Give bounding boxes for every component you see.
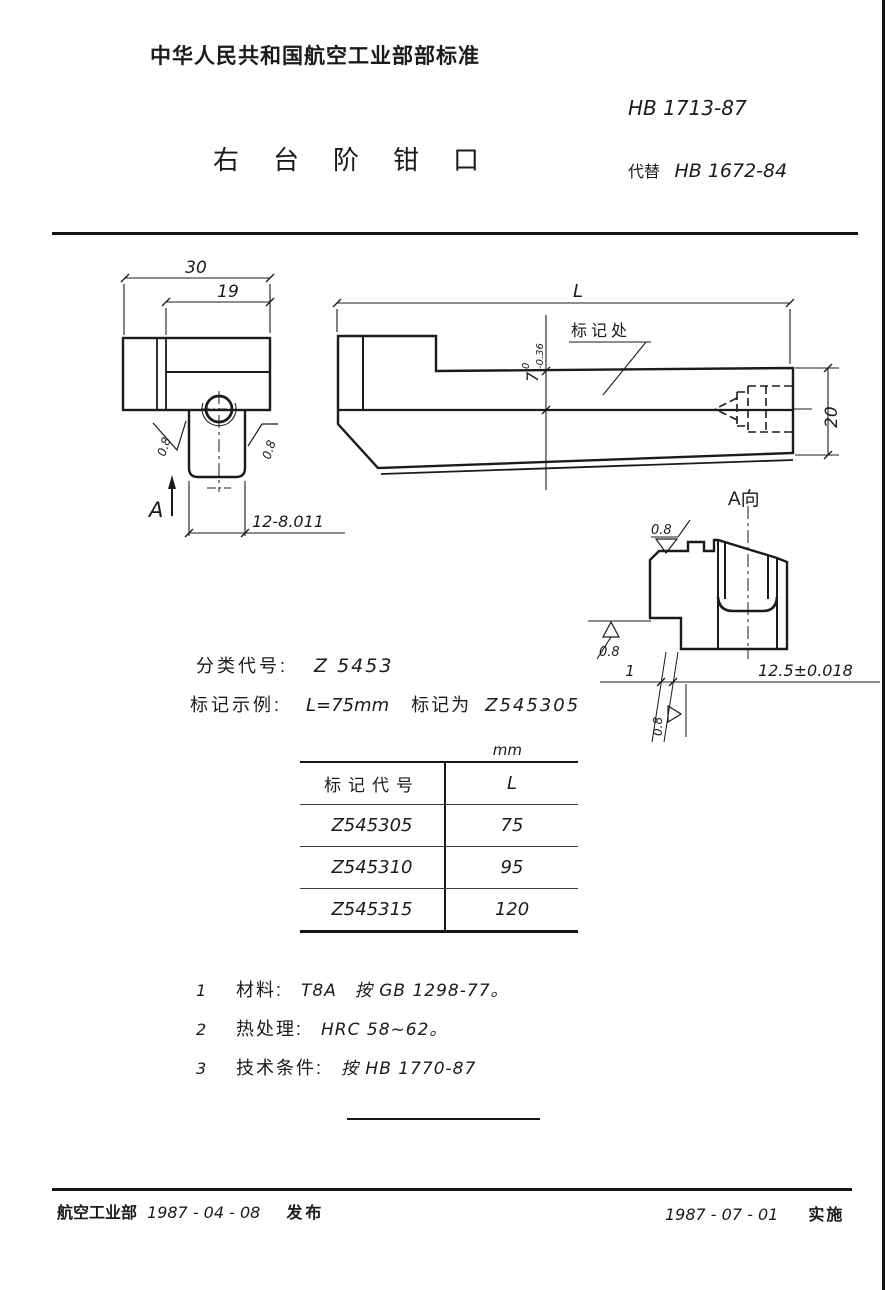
roughness-mark-right: 0.8 — [247, 423, 279, 461]
hidden-hole — [714, 385, 792, 433]
table-unit-label: mm — [492, 741, 522, 759]
view-A-roughness-bottom: 0.8 — [651, 684, 687, 737]
roughness-mark-left: 0.8 — [152, 420, 187, 458]
cell-L: 120 — [494, 899, 530, 920]
roughness-bottom-value: 0.8 — [651, 717, 665, 736]
note-number: 2 — [196, 1020, 207, 1039]
standard-org-title: 中华人民共和国航空工业部部标准 — [150, 45, 480, 68]
classification-code-label: 分类代号: — [196, 656, 289, 676]
note-value: HRC 58~62。 — [321, 1020, 448, 1040]
front-view-stem — [187, 410, 247, 479]
view-A: A向 0.8 0.8 — [588, 488, 880, 743]
publish-date: 1987 - 04 - 08 — [147, 1203, 261, 1222]
front-view: 30 19 12-8.011 0.8 — [120, 258, 345, 538]
dim-step-main: 7 — [523, 371, 542, 382]
view-A-label: A — [147, 498, 163, 522]
marking-example-condition: L=75mm — [306, 695, 390, 716]
dim-19-label: 19 — [217, 282, 239, 302]
end-of-text-rule — [347, 1118, 540, 1120]
marking-location-callout: 标记处 — [569, 322, 651, 396]
note-number: 1 — [196, 981, 207, 1000]
replaces-line: 代替 HB 1672-84 — [628, 158, 787, 182]
note-label: 热处理: — [236, 1019, 304, 1039]
dim-20-label: 20 — [822, 406, 842, 428]
footer-effective: 1987 - 07 - 01 实施 — [665, 1201, 844, 1225]
table-row: Z545305 75 — [300, 804, 578, 846]
note-value: 按 HB 1770-87 — [341, 1059, 477, 1079]
column-header-L: L — [506, 773, 518, 794]
scan-edge-line — [882, 0, 885, 1290]
replaced-standard-number: HB 1672-84 — [674, 160, 788, 182]
table-body: 标记代号 L Z545305 75 Z545310 95 Z545315 120 — [300, 761, 578, 933]
effective-date: 1987 - 07 - 01 — [665, 1205, 779, 1224]
dimension-L: L — [332, 281, 795, 364]
front-view-body — [121, 336, 272, 412]
note-number: 3 — [196, 1059, 207, 1078]
side-view: L 7 0 -0.36 标记处 — [332, 281, 842, 490]
view-A-hole-sides — [717, 540, 778, 649]
dimension-20: 20 — [795, 363, 842, 460]
cell-code: Z545315 — [300, 889, 446, 930]
view-A-roughness-left: 0.8 — [588, 620, 651, 660]
dimension-table: mm 标记代号 L Z545305 75 Z545310 95 Z545315 … — [300, 741, 578, 933]
side-view-bottom-edge — [380, 459, 794, 475]
dimension-30: 30 — [120, 258, 275, 335]
dim-step-lower-tol: -0.36 — [535, 343, 546, 369]
note-line: 3 技术条件: 按 HB 1770-87 — [196, 1054, 509, 1080]
classification-code-line: 分类代号: Z 5453 — [196, 652, 393, 678]
note-label: 技术条件: — [236, 1058, 324, 1078]
marking-example-word: 标记为 — [411, 695, 472, 715]
publisher-name: 航空工业部 — [57, 1205, 138, 1222]
note-label: 材料: — [236, 980, 284, 1000]
column-header-code: 标记代号 — [300, 763, 446, 804]
dim-L-label: L — [573, 281, 583, 302]
front-view-inner-edges — [156, 338, 167, 410]
view-A-outline — [648, 538, 789, 651]
marking-location-label: 标记处 — [571, 322, 631, 340]
cell-code: Z545305 — [300, 805, 446, 846]
roughness-left-value: 0.8 — [599, 645, 620, 660]
header-divider — [52, 232, 858, 235]
side-view-outline — [336, 334, 795, 470]
notes-section: 1 材料: T8A 按 GB 1298-77。 2 热处理: HRC 58~62… — [196, 976, 509, 1093]
roughness-left-value: 0.8 — [155, 435, 174, 458]
view-direction-arrow-A: A — [147, 475, 176, 522]
dimension-step-7: 7 0 -0.36 — [521, 315, 551, 490]
dim-1-label: 1 — [625, 662, 635, 680]
replaces-label: 代替 — [628, 164, 661, 181]
roughness-right-value: 0.8 — [260, 438, 279, 461]
standard-number: HB 1713-87 — [628, 96, 747, 120]
table-row: Z545310 95 — [300, 846, 578, 888]
marking-example-label: 标记示例: — [190, 695, 283, 715]
note-value: T8A 按 GB 1298-77。 — [301, 981, 509, 1001]
dim-stem-label: 12-8.011 — [252, 512, 324, 531]
classification-code-value: Z 5453 — [314, 655, 394, 677]
dim-12.5-label: 12.5±0.018 — [758, 661, 853, 680]
roughness-top-value: 0.8 — [651, 523, 672, 538]
view-A-roughness-top: 0.8 — [651, 519, 691, 555]
cell-L: 75 — [500, 815, 524, 836]
table-header-row: 标记代号 L — [300, 763, 578, 804]
footer-divider — [52, 1188, 852, 1191]
dim-step-upper-tol: 0 — [521, 363, 532, 369]
dimension-stem-width: 12-8.011 — [184, 481, 345, 538]
marking-example-line: 标记示例: L=75mm 标记为 Z545305 — [190, 691, 580, 717]
view-A-title: A向 — [728, 488, 760, 510]
marking-example-code: Z545305 — [485, 695, 581, 716]
cell-code: Z545310 — [300, 847, 446, 888]
dimension-19: 19 — [161, 282, 275, 335]
note-line: 2 热处理: HRC 58~62。 — [196, 1015, 509, 1041]
view-A-dimensions: 1 12.5±0.018 — [600, 651, 880, 743]
publish-label: 发布 — [286, 1205, 325, 1222]
part-title: 右台阶钳口 — [213, 145, 514, 175]
note-line: 1 材料: T8A 按 GB 1298-77。 — [196, 976, 509, 1002]
effective-label: 实施 — [808, 1207, 845, 1224]
cell-L: 95 — [500, 857, 524, 878]
footer-publish: 航空工业部 1987 - 04 - 08 发布 — [57, 1199, 324, 1223]
table-row: Z545315 120 — [300, 888, 578, 930]
center-line-horizontal — [201, 408, 237, 489]
dim-30-label: 30 — [185, 258, 207, 278]
